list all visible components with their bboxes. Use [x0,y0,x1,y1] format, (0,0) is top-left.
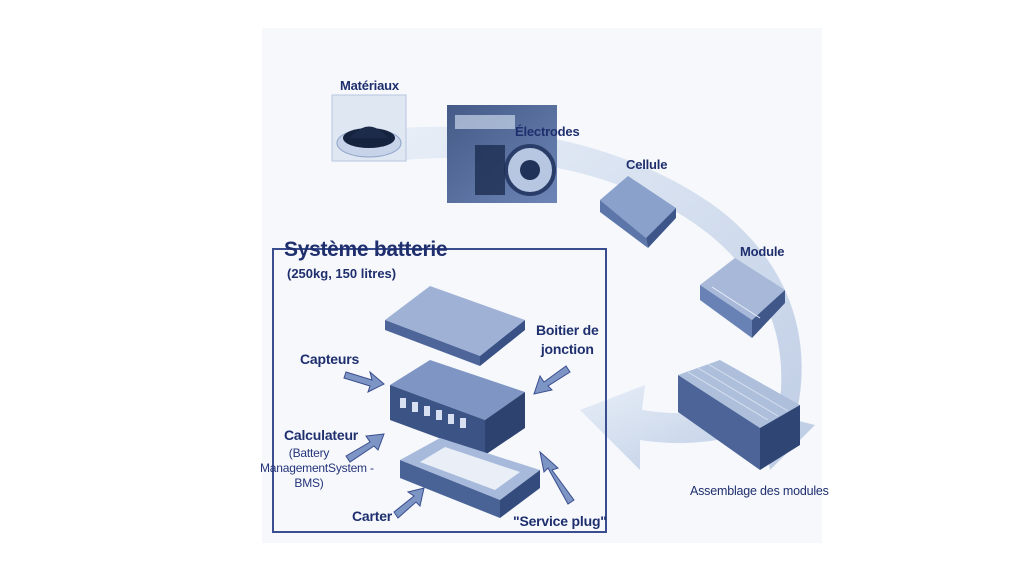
return-arrow [580,385,780,470]
pointer-arrows [343,365,575,519]
arrow-service-plug [539,450,575,505]
module-image [700,258,785,338]
label-cellule: Cellule [626,157,668,172]
battery-casing [400,438,540,518]
label-module: Module [740,244,785,259]
label-bms: (Battery ManagementSystem - BMS) [260,446,374,491]
arrow-carter [393,487,425,519]
electrodes-image [447,105,557,203]
arrow-capteurs [343,370,385,393]
label-capteurs: Capteurs [300,351,360,367]
label-electrodes: Électrodes [515,124,580,139]
label-bms-line3: BMS) [294,476,324,490]
cell-image [600,176,676,248]
label-boitier-jonction: Boitier de jonction [536,321,599,359]
label-carter: Carter [352,508,393,524]
assembly-image [678,360,800,470]
label-calculateur: Calculateur [284,427,359,443]
arrow-calculateur [345,433,385,463]
arrow-boitier [533,365,571,395]
battery-system-title: Système batterie [284,238,448,261]
battery-system-subtitle: (250kg, 150 litres) [287,266,397,281]
label-bms-line2: ManagementSystem - [260,461,374,475]
label-assemblage: Assemblage des modules [690,484,829,498]
label-boitier-line1: Boitier de [536,322,599,338]
label-boitier-line2: jonction [540,341,594,357]
label-bms-line1: (Battery [288,446,330,460]
battery-system-frame [272,248,607,533]
battery-lid [385,286,525,366]
battery-core [390,360,525,455]
label-materiaux: Matériaux [340,78,399,93]
flow-arrow [400,126,815,470]
materials-image [331,94,407,162]
label-service-plug: "Service plug" [513,513,607,529]
